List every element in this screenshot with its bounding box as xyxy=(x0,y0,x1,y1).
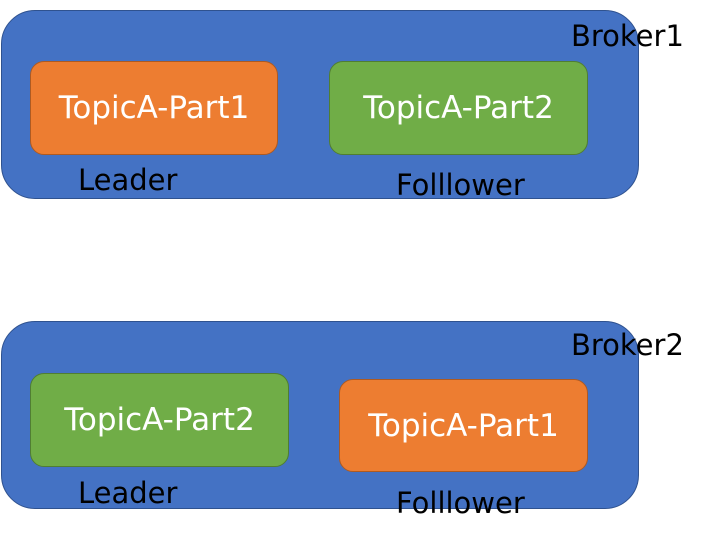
broker-1-name: Broker1 xyxy=(571,19,684,53)
broker-1-follower-label: Folllower xyxy=(396,168,525,202)
broker-2-name: Broker2 xyxy=(571,328,684,362)
broker-2-follower-label: Folllower xyxy=(396,486,525,520)
broker-2-partition-2: TopicA-Part1 xyxy=(339,379,588,472)
broker-2-leader-label: Leader xyxy=(78,476,178,510)
broker-1-leader-label: Leader xyxy=(78,163,178,197)
broker-1-partition-2: TopicA-Part2 xyxy=(329,61,588,155)
broker-1-partition-1: TopicA-Part1 xyxy=(30,61,278,155)
broker-2-partition-1: TopicA-Part2 xyxy=(30,373,289,467)
